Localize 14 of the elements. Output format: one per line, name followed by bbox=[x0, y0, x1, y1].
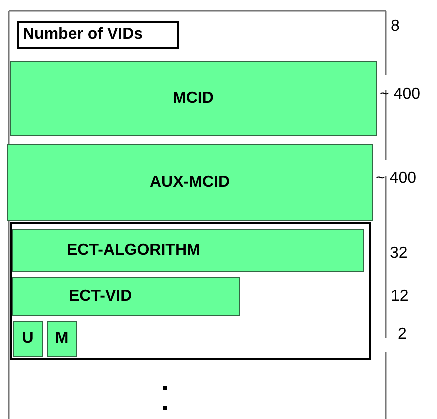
flag-bit-box: M bbox=[47, 321, 77, 357]
field-bar: ECT-VID bbox=[12, 277, 240, 316]
bit-length-label: ~ 400 bbox=[376, 170, 416, 188]
field-label-box: Number of VIDs bbox=[17, 21, 179, 49]
bit-length-label: 2 bbox=[398, 326, 407, 344]
flag-bit-box: U bbox=[13, 321, 43, 357]
field-group-box bbox=[10, 222, 371, 360]
field-bar: ECT-ALGORITHM bbox=[12, 229, 364, 272]
field-bar: AUX-MCID bbox=[7, 144, 373, 221]
bit-length-label: 12 bbox=[391, 288, 409, 306]
bit-length-label: ~ 400 bbox=[380, 86, 420, 104]
bit-length-label: 8 bbox=[391, 18, 400, 36]
bit-length-label: 32 bbox=[390, 245, 408, 263]
field-bar: MCID bbox=[10, 61, 377, 136]
